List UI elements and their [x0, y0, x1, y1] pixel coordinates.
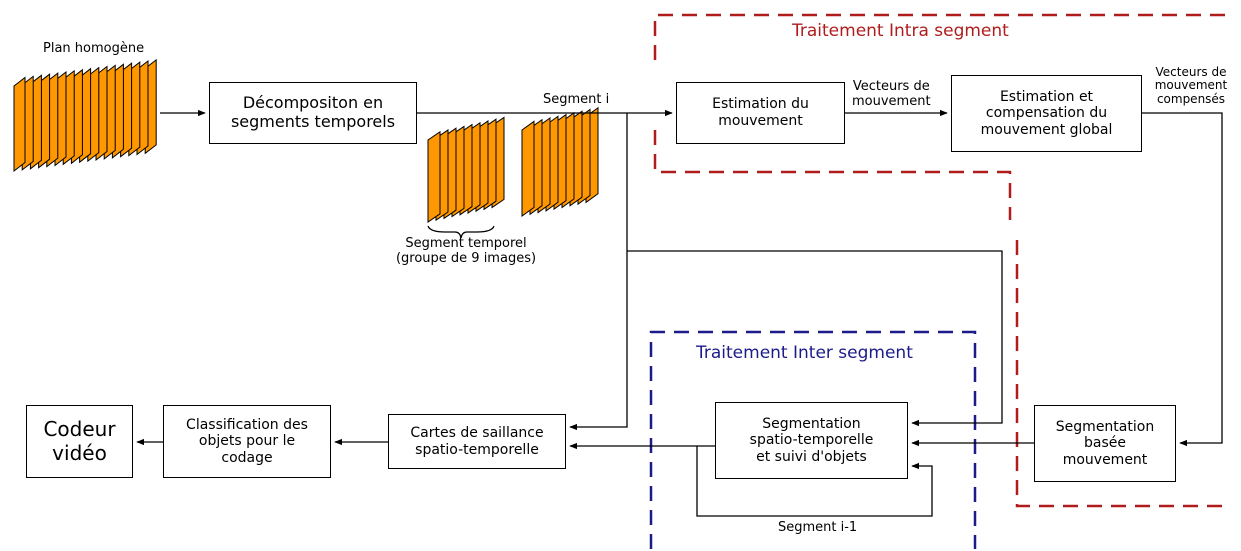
region-borders	[649, 13, 1231, 549]
intra-segment-title: Traitement Intra segment	[792, 21, 1009, 41]
intra-segment-border	[1015, 240, 1231, 508]
vecteurs-compenses-label: Vecteurs de mouvement compensés	[1154, 65, 1228, 106]
intra-segment-border	[653, 13, 1231, 60]
plan-homogene-frame	[13, 76, 26, 173]
segment-i-label: Segment i	[543, 92, 610, 107]
codeur-video-box: Codeur vidéo	[26, 405, 133, 478]
segment-brace	[427, 225, 495, 239]
inter-segment-title: Traitement Inter segment	[696, 343, 913, 363]
segmentation-spatio-box: Segmentation spatio-temporelle et suivi …	[715, 402, 908, 479]
inter-segment-border	[649, 330, 977, 549]
decomposition-box: Décompositon en segments temporels	[209, 82, 417, 144]
flow-arrow	[1142, 112, 1223, 447]
compensation-box: Estimation et compensation du mouvement …	[951, 75, 1142, 152]
segmentation-mouvement-box: Segmentation basée mouvement	[1034, 405, 1176, 482]
plan-homogene-label: Plan homogène	[43, 41, 145, 56]
estimation-box: Estimation du mouvement	[676, 82, 845, 144]
segment-i-1-label: Segment i-1	[778, 520, 858, 535]
flow-arrow	[696, 446, 933, 517]
flow-arrow	[627, 250, 1003, 427]
flow-arrow	[569, 113, 628, 431]
connector-lines	[136, 109, 1223, 517]
classification-box: Classification des objets pour le codage	[163, 405, 331, 478]
segment-suivant-frame	[521, 120, 535, 217]
vecteurs-mouvement-label: Vecteurs de mouvement	[852, 79, 931, 109]
segment-temporel-frame	[427, 130, 441, 223]
intra-segment-border	[653, 130, 1012, 220]
segment-temporel-label: Segment temporel (groupe de 9 images)	[395, 236, 537, 266]
cartes-saillance-box: Cartes de saillance spatio-temporelle	[388, 414, 566, 469]
image-stacks	[13, 58, 599, 223]
